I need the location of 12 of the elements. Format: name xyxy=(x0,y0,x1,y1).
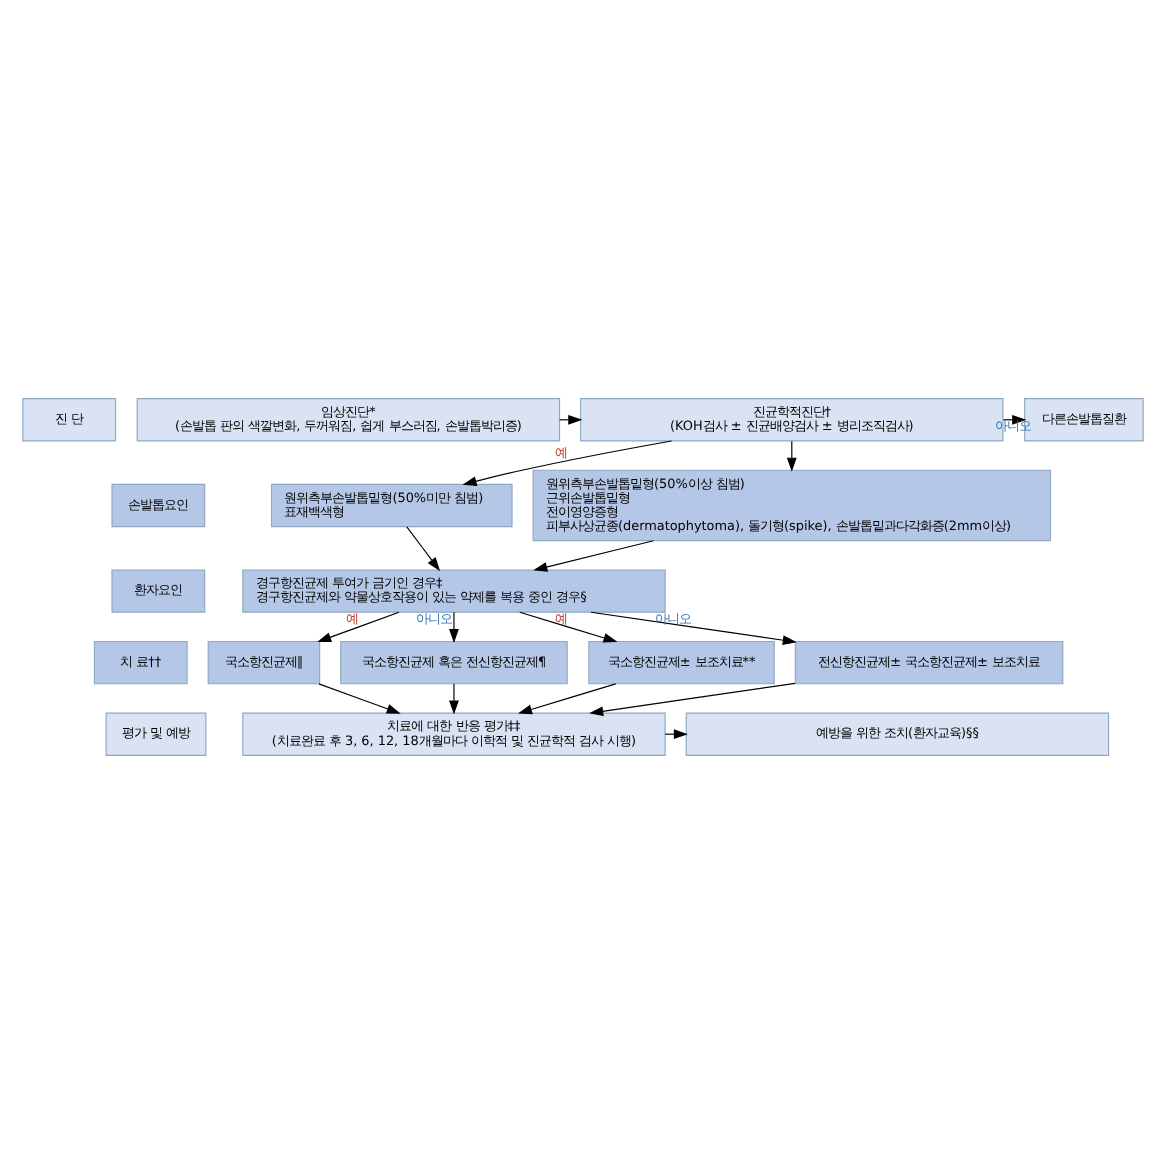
arrow xyxy=(449,682,459,714)
arrow xyxy=(519,610,618,642)
arrow xyxy=(449,610,459,643)
arrow xyxy=(406,525,441,571)
arrow xyxy=(664,728,688,739)
arrow xyxy=(589,681,796,716)
arrow xyxy=(317,610,400,642)
arrow xyxy=(318,682,401,713)
arrow xyxy=(462,439,673,486)
arrow xyxy=(533,539,654,571)
arrow xyxy=(590,610,797,645)
arrow xyxy=(517,682,617,714)
